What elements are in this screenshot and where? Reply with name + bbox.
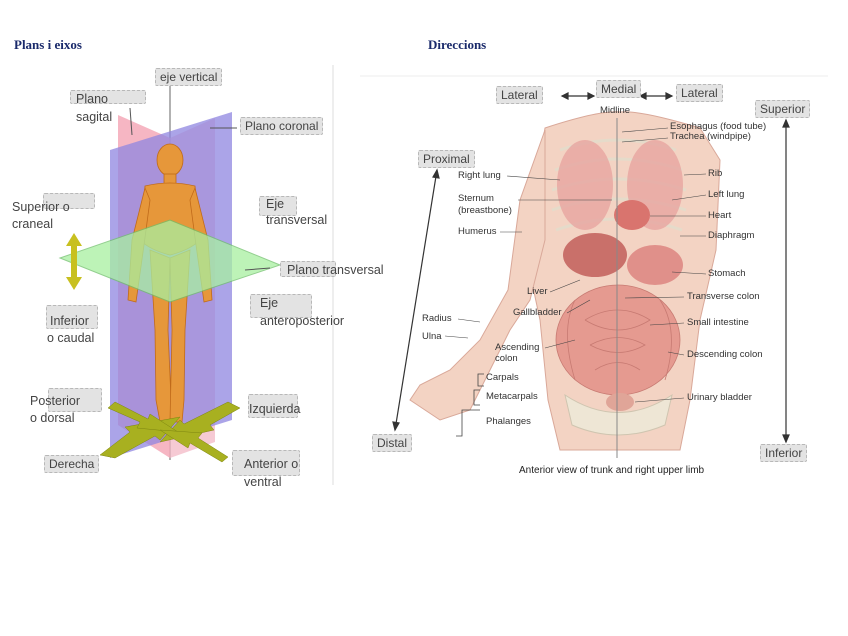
label-trachea: Trachea (windpipe) [670,132,751,142]
tag-lateral-left: Lateral [496,86,543,104]
label-midline: Midline [600,106,630,116]
label-ascending: Ascending [495,343,539,353]
label-transverse-colon: Transverse colon [687,292,760,302]
tag-superior-right: Superior [755,100,810,118]
label-urinary-bladder: Urinary bladder [687,393,752,403]
tag-lateral-right: Lateral [676,84,723,102]
urinary-bladder [606,393,634,411]
label-gallbladder: Gallbladder [513,308,562,318]
label-descending-colon: Descending colon [687,350,763,360]
label-small-intestine: Small intestine [687,318,749,328]
label-heart: Heart [708,211,731,221]
label-sternum: Sternum [458,194,494,204]
label-carpals: Carpals [486,373,519,383]
tag-inferior-right: Inferior [760,444,807,462]
label-liver: Liver [527,287,548,297]
label-stomach: Stomach [708,269,746,279]
right-lung [557,140,613,230]
label-metacarpals: Metacarpals [486,392,538,402]
label-ulna: Ulna [422,332,442,342]
anatomy-caption: Anterior view of trunk and right upper l… [519,465,704,476]
tag-medial: Medial [596,80,641,98]
label-radius: Radius [422,314,452,324]
label-left-lung: Left lung [708,190,744,200]
heart [614,200,650,230]
label-colon: colon [495,354,518,364]
tag-distal: Distal [372,434,412,452]
label-humerus: Humerus [458,227,497,237]
label-breastbone: (breastbone) [458,206,512,216]
label-rib: Rib [708,169,722,179]
tag-proximal: Proximal [418,150,475,168]
label-diaphragm: Diaphragm [708,231,754,241]
label-right-lung: Right lung [458,171,501,181]
stomach [627,245,683,285]
label-phalanges: Phalanges [486,417,531,427]
